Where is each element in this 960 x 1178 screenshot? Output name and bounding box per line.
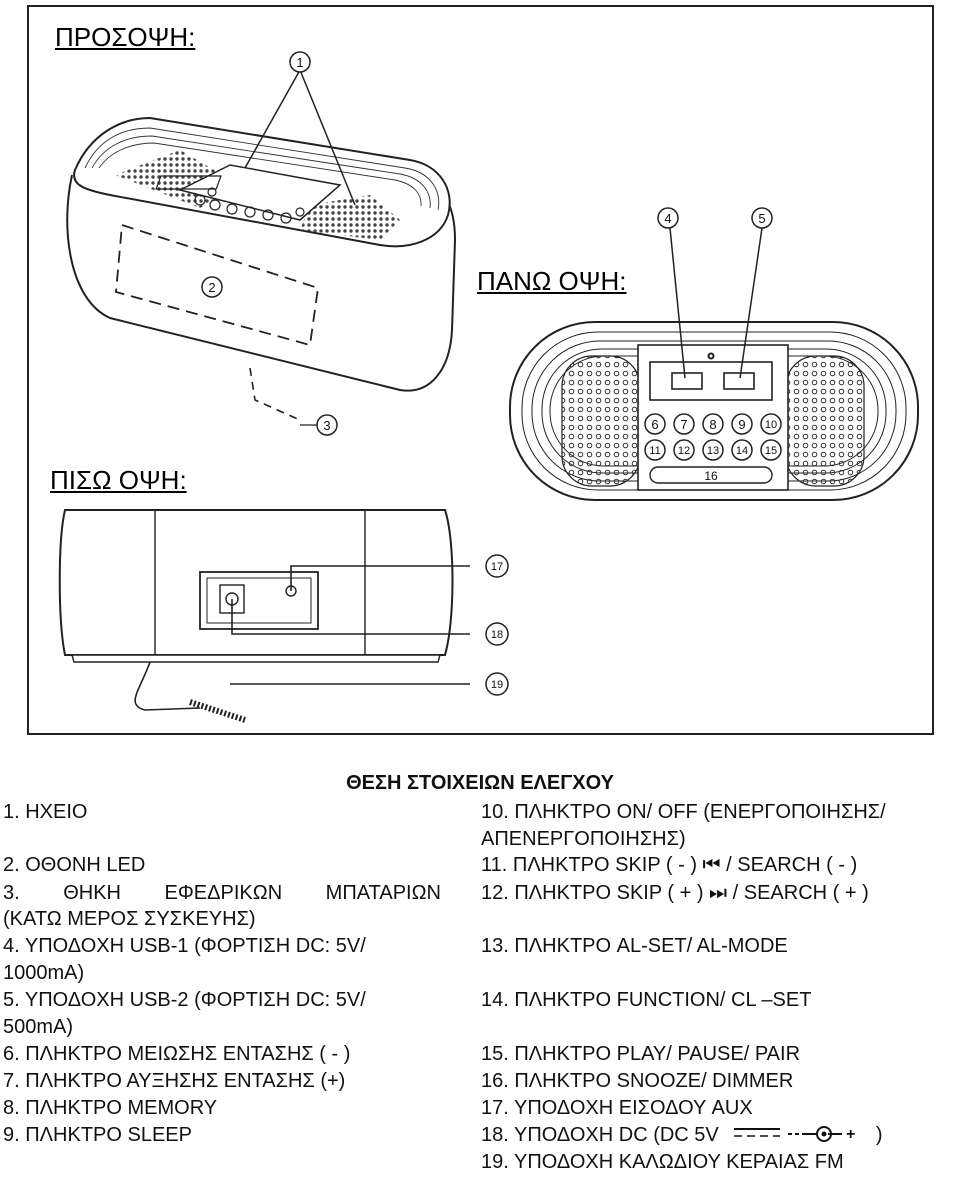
- svg-text:1: 1: [296, 55, 303, 70]
- svg-text:9: 9: [738, 417, 745, 432]
- callout-2: 2: [201, 276, 223, 298]
- svg-text:11: 11: [649, 445, 660, 457]
- legend-title: ΘΕΣΗ ΣΤΟΙΧΕΙΩΝ ΕΛΕΓΧΟΥ: [346, 772, 614, 794]
- legend-item-13: 13. ΠΛΗΚΤΡΟ AL-SET/ AL-MODE: [481, 935, 788, 957]
- top-view-drawing: [509, 227, 919, 501]
- callout-15: 15: [760, 439, 782, 461]
- callout-14: 14: [731, 439, 753, 461]
- svg-text:8: 8: [709, 417, 716, 432]
- legend-item-12: 12. ΠΛΗΚΤΡΟ SKIP ( + ) ⏭ / SEARCH ( + ): [481, 882, 869, 904]
- callout-7: 7: [673, 413, 695, 435]
- legend-item-10-cont: ΑΠΕΝΕΡΓΟΠΟΙΗΣΗΣ): [481, 828, 686, 850]
- legend-item-1: 1. ΗΧΕΙΟ: [3, 801, 88, 823]
- back-view-drawing: [58, 509, 470, 723]
- callout-markers: 1 2 3 4 5 6 7 8 9 10 11 12 13 14 15 16 1…: [201, 51, 782, 696]
- legend-item-18-text: 18. ΥΠΟΔΟΧΗ DC (DC 5V: [481, 1124, 719, 1146]
- callout-6: 6: [644, 413, 666, 435]
- legend-item-4: 4. ΥΠΟΔΟΧΗ USB-1 (ΦΟΡΤΙΣΗ DC: 5V/: [3, 935, 366, 957]
- front-view-drawing: [66, 69, 457, 426]
- callout-9: 9: [731, 413, 753, 435]
- legend-item-6: 6. ΠΛΗΚΤΡΟ ΜΕΙΩΣΗΣ ΕΝΤΑΣΗΣ ( - ): [3, 1043, 351, 1065]
- svg-text:16: 16: [704, 469, 718, 483]
- legend-item-17: 17. ΥΠΟΔΟΧΗ ΕΙΣΟΔΟΥ AUX: [481, 1097, 753, 1119]
- legend-item-16: 16. ΠΛΗΚΤΡΟ SNOOZE/ DIMMER: [481, 1070, 794, 1092]
- legend-item-3-cont: (ΚΑΤΩ ΜΕΡΟΣ ΣΥΣΚΕΥΗΣ): [3, 908, 256, 930]
- legend-item-15: 15. ΠΛΗΚΤΡΟ PLAY/ PAUSE/ PAIR: [481, 1043, 801, 1065]
- svg-text:13: 13: [707, 445, 719, 457]
- callout-3: 3: [316, 414, 338, 436]
- svg-text:7: 7: [680, 417, 687, 432]
- svg-text:3: 3: [323, 418, 330, 433]
- svg-text:17: 17: [491, 561, 503, 573]
- legend-item-18: 18. ΥΠΟΔΟΧΗ DC (DC 5V + ): [481, 1123, 883, 1147]
- svg-text:5: 5: [758, 211, 765, 226]
- diagram-frame: [27, 5, 934, 735]
- legend-item-3: 3. ΘΗΚΗ ΕΦΕΔΡΙΚΩΝ ΜΠΑΤΑΡΙΩΝ: [3, 882, 441, 904]
- legend-item-19: 19. ΥΠΟΔΟΧΗ ΚΑΛΩΔΙΟΥ ΚΕΡΑΙΑΣ FM: [481, 1151, 844, 1173]
- callout-8: 8: [702, 413, 724, 435]
- callout-4: 4: [657, 207, 679, 229]
- legend-item-2: 2. ΟΘΟΝΗ LED: [3, 854, 146, 876]
- callout-5: 5: [751, 207, 773, 229]
- section-top-label: ΠΑΝΩ ΟΨΗ:: [477, 266, 627, 296]
- legend-item-10: 10. ΠΛΗΚΤΡΟ ON/ OFF (ΕΝΕΡΓΟΠΟΙΗΣΗΣ/: [481, 801, 886, 823]
- callout-12: 12: [673, 439, 695, 461]
- section-front-label: ΠΡΟΣΟΨΗ:: [55, 22, 196, 52]
- dc-polarity-icon: +: [734, 1126, 856, 1143]
- svg-text:10: 10: [765, 419, 777, 431]
- svg-text:15: 15: [765, 445, 777, 457]
- legend-item-5-cont: 500mA): [3, 1016, 74, 1038]
- section-back-label: ΠΙΣΩ ΟΨΗ:: [50, 465, 187, 495]
- svg-text:2: 2: [208, 280, 215, 295]
- legend-item-8: 8. ΠΛΗΚΤΡΟ MEMORY: [3, 1097, 218, 1119]
- svg-text:4: 4: [664, 211, 671, 226]
- svg-text:6: 6: [651, 417, 658, 432]
- legend-item-9: 9. ΠΛΗΚΤΡΟ SLEEP: [3, 1124, 192, 1146]
- callout-10: 10: [760, 413, 782, 435]
- svg-text:18: 18: [491, 629, 503, 641]
- callout-16: 16: [704, 469, 718, 483]
- callout-18: 18: [485, 622, 509, 646]
- legend-item-7: 7. ΠΛΗΚΤΡΟ ΑΥΞΗΣΗΣ ΕΝΤΑΣΗΣ (+): [3, 1070, 346, 1092]
- callout-11: 11: [644, 439, 666, 461]
- callout-19: 19: [485, 672, 509, 696]
- legend-item-11: 11. ΠΛΗΚΤΡΟ SKIP ( - ) ⏮ / SEARCH ( - ): [481, 854, 858, 876]
- svg-text:19: 19: [491, 679, 503, 691]
- legend-item-18-close: ): [875, 1124, 883, 1146]
- svg-text:+: +: [846, 1126, 855, 1143]
- device-diagram: 1 2 3 4 5 6 7 8 9 10 11 12 13 14 15 16 1…: [58, 51, 919, 723]
- callout-13: 13: [702, 439, 724, 461]
- legend-item-5: 5. ΥΠΟΔΟΧΗ USB-2 (ΦΟΡΤΙΣΗ DC: 5V/: [3, 989, 366, 1011]
- callout-1: 1: [289, 51, 311, 73]
- svg-text:12: 12: [678, 445, 690, 457]
- callout-17: 17: [485, 554, 509, 578]
- legend-item-4-cont: 1000mA): [3, 962, 85, 984]
- svg-text:14: 14: [736, 445, 748, 457]
- legend-item-14: 14. ΠΛΗΚΤΡΟ FUNCTION/ CL –SET: [481, 989, 812, 1011]
